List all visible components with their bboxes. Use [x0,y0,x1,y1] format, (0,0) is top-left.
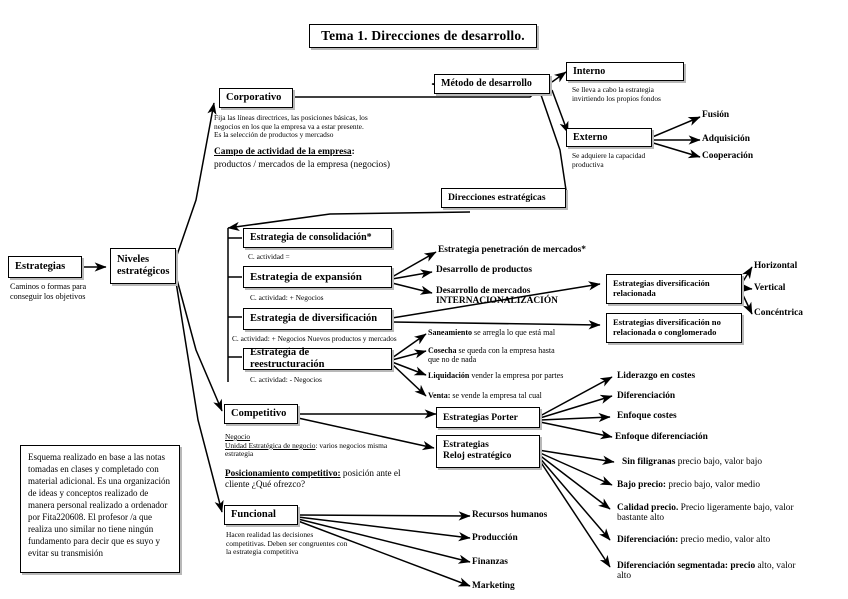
leaf-desarrollo-mercados: Desarrollo de mercados INTERNACIONALIZAC… [436,286,558,306]
node-direcciones-estrategicas[interactable]: Direcciones estratégicas [441,188,566,208]
node-interno[interactable]: Interno [566,62,684,81]
leaf-bajo-precio: Bajo precio: precio bajo, valor medio [617,480,761,490]
node-diversificacion-relacionada[interactable]: Estrategias diversificación relacionada [606,274,742,304]
leaf-venta: Venta: se vende la empresa tal cual [428,391,542,400]
posicionamiento-competitivo: Posicionamiento competitivo: posición an… [225,468,401,489]
estrategias-description: Caminos o formas para conseguir los obje… [10,282,87,301]
page-title: Tema 1. Direcciones de desarrollo. [309,24,537,48]
leaf-enfoque-diferenciacion: Enfoque diferenciación [615,432,708,442]
node-niveles-estrategicos[interactable]: Niveles estratégicos [110,248,176,284]
niveles-line1: Niveles [117,254,150,265]
leaf-sin-filigranas: Sin filigranas precio bajo, valor bajo [622,457,763,467]
note-diversificacion: C. actividad: + Negocios Nuevos producto… [232,334,397,343]
note-expansion: C. actividad: + Negocios [250,293,324,302]
node-diversificacion-no-relacionada[interactable]: Estrategias diversificación no relaciona… [606,313,742,343]
niveles-line2: estratégicos [117,266,170,278]
leaf-concentrica: Concéntrica [754,308,803,318]
leaf-desarrollo-productos: Desarrollo de productos [436,265,533,275]
leaf-saneamiento: Saneamiento se arregla lo que está mal [428,328,556,337]
leaf-finanzas: Finanzas [472,557,508,567]
node-funcional[interactable]: Funcional [224,505,298,525]
node-estrategia-expansion[interactable]: Estrategia de expansión [243,266,392,288]
corporativo-description: Fija las líneas directrices, las posicio… [214,113,368,140]
leaf-fusion: Fusión [702,110,730,120]
leaf-recursos-humanos: Recursos humanos [472,510,548,520]
note-consolidacion: C. actividad = [248,252,290,261]
node-estrategias-label: Estrategias [15,260,66,272]
leaf-diferenciacion: Diferenciación [617,391,676,401]
node-competitivo[interactable]: Competitivo [224,404,298,424]
leaf-marketing: Marketing [472,581,515,591]
node-externo[interactable]: Externo [566,128,652,147]
leaf-produccion: Producción [472,533,518,543]
leaf-cooperacion: Cooperación [702,151,754,161]
leaf-liderazgo-costes: Liderazgo en costes [617,371,696,381]
node-metodo-desarrollo[interactable]: Método de desarrollo [434,74,550,94]
node-estrategia-consolidacion[interactable]: Estrategia de consolidación* [243,228,392,248]
leaf-calidad-precio: Calidad precio. Precio ligeramente bajo,… [617,503,794,523]
leaf-penetracion-mercados: Estrategia penetración de mercados* [438,245,586,255]
node-estrategias[interactable]: Estrategias [8,256,82,278]
leaf-horizontal: Horizontal [754,261,798,271]
leaf-liquidacion: Liquidación vender la empresa por partes [428,371,564,380]
footer-note: Esquema realizado en base a las notas to… [20,445,180,573]
node-corporativo[interactable]: Corporativo [219,88,293,108]
campo-actividad: Campo de actividad de la empresa: produc… [214,147,390,171]
node-estrategia-reestructuracion[interactable]: Estrategia de reestructuración [243,347,392,370]
leaf-vertical: Vertical [754,283,786,293]
note-reestructuracion: C. actividad: - Negocios [250,375,322,384]
interno-description: Se lleva a cabo la estrategia invirtiend… [572,85,661,103]
leaf-diferenciacion-segmentada: Diferenciación segmentada: precio alto, … [617,561,796,581]
competitivo-negocio: Negocio Unidad Estratégica de negocio: v… [225,432,388,459]
leaf-cosecha: Cosecha se queda con la empresa hasta qu… [428,346,555,364]
node-estrategia-diversificacion[interactable]: Estrategia de diversificación [243,308,392,330]
node-estrategias-reloj[interactable]: Estrategias Reloj estratégico [436,435,540,468]
externo-description: Se adquiere la capacidad productiva [572,151,646,169]
leaf-enfoque-costes: Enfoque costes [617,411,677,421]
node-estrategias-porter[interactable]: Estrategias Porter [436,407,540,428]
leaf-diferenciacion-reloj: Diferenciación: precio medio, valor alto [617,535,771,545]
funcional-description: Hacen realidad las decisiones competitiv… [226,530,348,557]
leaf-adquisicion: Adquisición [702,134,750,144]
